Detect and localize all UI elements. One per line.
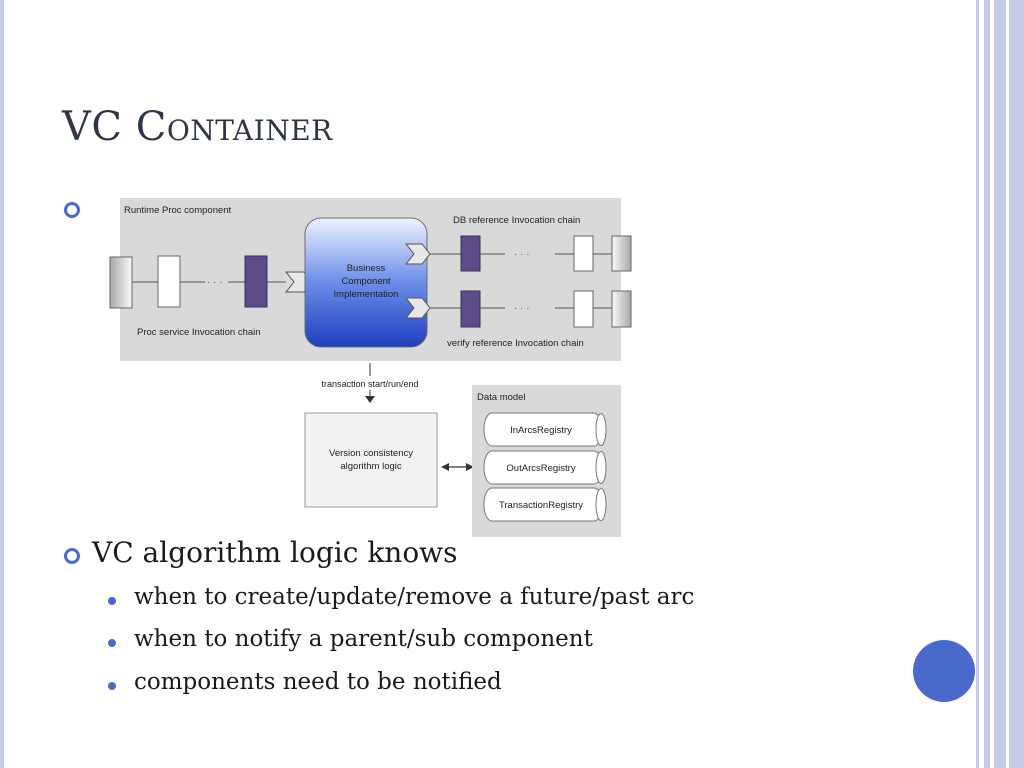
ellipsis-top: · · · bbox=[514, 249, 530, 260]
svg-text:OutArcsRegistry: OutArcsRegistry bbox=[506, 463, 575, 474]
db-chain-block bbox=[573, 235, 594, 272]
bullet-ring-main bbox=[64, 548, 80, 564]
business-line-2: Component bbox=[341, 276, 390, 287]
verify-invocation-block bbox=[460, 290, 481, 328]
registry-cylinder-transaction: TransactionRegistry bbox=[483, 487, 607, 522]
ellipsis-bottom: · · · bbox=[514, 303, 530, 314]
decorative-circle bbox=[913, 640, 975, 702]
business-line-1: Business bbox=[347, 263, 386, 274]
left-end-block bbox=[109, 256, 133, 309]
sub-bullet-text: components need to be notified bbox=[134, 669, 502, 695]
db-invocation-block bbox=[460, 235, 481, 272]
version-line-1: Version consistency bbox=[329, 448, 413, 459]
business-component-box bbox=[304, 217, 428, 348]
verify-reference-label: verify reference Invocation chain bbox=[447, 338, 584, 349]
data-model-label: Data model bbox=[477, 392, 526, 403]
left-border-rule bbox=[0, 0, 4, 768]
sub-bullet-dot bbox=[108, 597, 116, 605]
svg-text:InArcsRegistry: InArcsRegistry bbox=[510, 425, 572, 436]
svg-text:TransactionRegistry: TransactionRegistry bbox=[499, 500, 583, 511]
bullet-ring-diagram bbox=[64, 202, 80, 218]
registry-cylinder-in: InArcsRegistry bbox=[483, 412, 607, 447]
version-consistency-box bbox=[304, 412, 438, 508]
db-reference-label: DB reference Invocation chain bbox=[453, 215, 580, 226]
sub-bullet-dot bbox=[108, 639, 116, 647]
db-end-block bbox=[611, 235, 632, 272]
sub-bullet-dot bbox=[108, 682, 116, 690]
slide-title: VC Container bbox=[62, 104, 333, 150]
transaction-arrowhead bbox=[365, 396, 375, 403]
sub-bullet-text: when to notify a parent/sub component bbox=[134, 626, 593, 652]
proc-service-block bbox=[157, 255, 181, 308]
verify-chain-block bbox=[573, 290, 594, 328]
runtime-component-label: Runtime Proc component bbox=[124, 205, 232, 216]
transaction-label: transaction start/run/end bbox=[321, 379, 418, 389]
sub-bullet-text: when to create/update/remove a future/pa… bbox=[134, 584, 695, 610]
registry-cylinder-out: OutArcsRegistry bbox=[483, 450, 607, 485]
ellipsis-left: · · · bbox=[207, 277, 223, 288]
db-reference-chevron bbox=[404, 243, 431, 265]
verify-reference-chevron bbox=[404, 297, 431, 319]
architecture-diagram: Runtime Proc component · · · Proc servic… bbox=[109, 198, 632, 537]
invocation-block-left bbox=[244, 255, 268, 308]
version-line-2: algorithm logic bbox=[340, 461, 401, 472]
right-border-stripes bbox=[976, 0, 1024, 768]
main-bullet-text: VC algorithm logic knows bbox=[92, 536, 458, 569]
business-line-3: Implementation bbox=[334, 289, 399, 300]
verify-end-block bbox=[611, 290, 632, 328]
proc-service-label: Proc service Invocation chain bbox=[137, 327, 261, 338]
